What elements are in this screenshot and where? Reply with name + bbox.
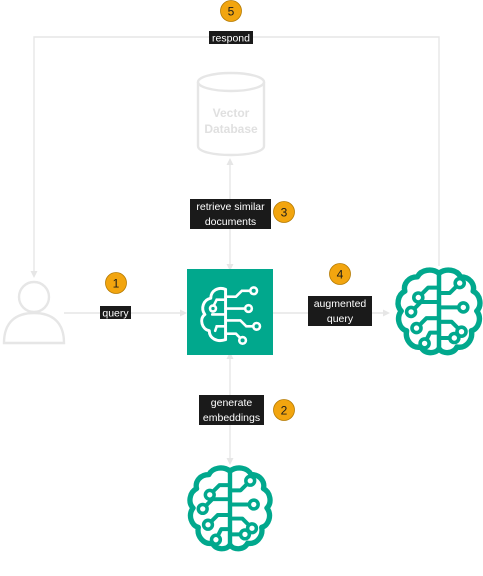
arrowhead-user-to-orchestrator <box>180 309 187 317</box>
step-badges: 5 3 1 4 2 <box>105 0 351 421</box>
vector-db-label-line1: Vector <box>213 106 250 120</box>
step-badge-3: 3 <box>273 201 295 223</box>
database-cylinder-top <box>196 71 266 93</box>
vector-db-label-line2: Database <box>204 122 258 136</box>
embedding-model <box>190 468 270 549</box>
user-icon <box>2 280 66 345</box>
embeddings-label-line1: generate <box>211 397 253 409</box>
respond-label: respond <box>212 33 250 45</box>
retrieve-label-bg <box>190 199 271 229</box>
retrieve-label-line1: retrieve similar <box>196 201 265 213</box>
respond-label-bg <box>209 31 253 44</box>
database-cylinder-icon <box>196 82 266 157</box>
augmented-label-line1: augmented <box>314 298 367 310</box>
arrowhead-from-vector-db <box>226 264 234 271</box>
query-label-bg <box>100 306 131 319</box>
retrieve-label-line2: documents <box>205 216 256 228</box>
step-badge-2: 2 <box>273 399 295 421</box>
step-badge-5: 5 <box>220 0 242 22</box>
augmented-label-bg <box>308 296 372 326</box>
query-label: query <box>102 308 129 320</box>
step-number-3: 3 <box>281 206 288 220</box>
vector-database: Vector Database <box>196 71 266 157</box>
augmented-label-line2: query <box>327 313 354 325</box>
llm-model <box>398 270 480 353</box>
orchestrator-box <box>187 269 273 355</box>
step-badge-1: 1 <box>105 272 127 294</box>
step-number-5: 5 <box>228 5 235 19</box>
embeddings-label-bg <box>199 395 264 425</box>
arrowhead-to-embeddings <box>226 458 234 465</box>
user <box>2 280 66 345</box>
arrowhead-to-user <box>30 271 38 278</box>
step-number-4: 4 <box>337 268 344 282</box>
embedding-brain-circuit-icon <box>190 468 270 549</box>
arrowhead-from-embeddings <box>226 352 234 359</box>
orchestrator <box>187 269 273 355</box>
step-badge-4: 4 <box>329 263 351 285</box>
edge-labels: respond retrieve similar documents query… <box>100 31 372 425</box>
step-number-1: 1 <box>113 277 120 291</box>
step-number-2: 2 <box>281 404 288 418</box>
embeddings-label-line2: embeddings <box>203 412 260 424</box>
arrowhead-to-llm <box>383 309 390 317</box>
arrowhead-to-vector-db <box>226 158 234 165</box>
llm-brain-circuit-icon <box>398 270 480 353</box>
